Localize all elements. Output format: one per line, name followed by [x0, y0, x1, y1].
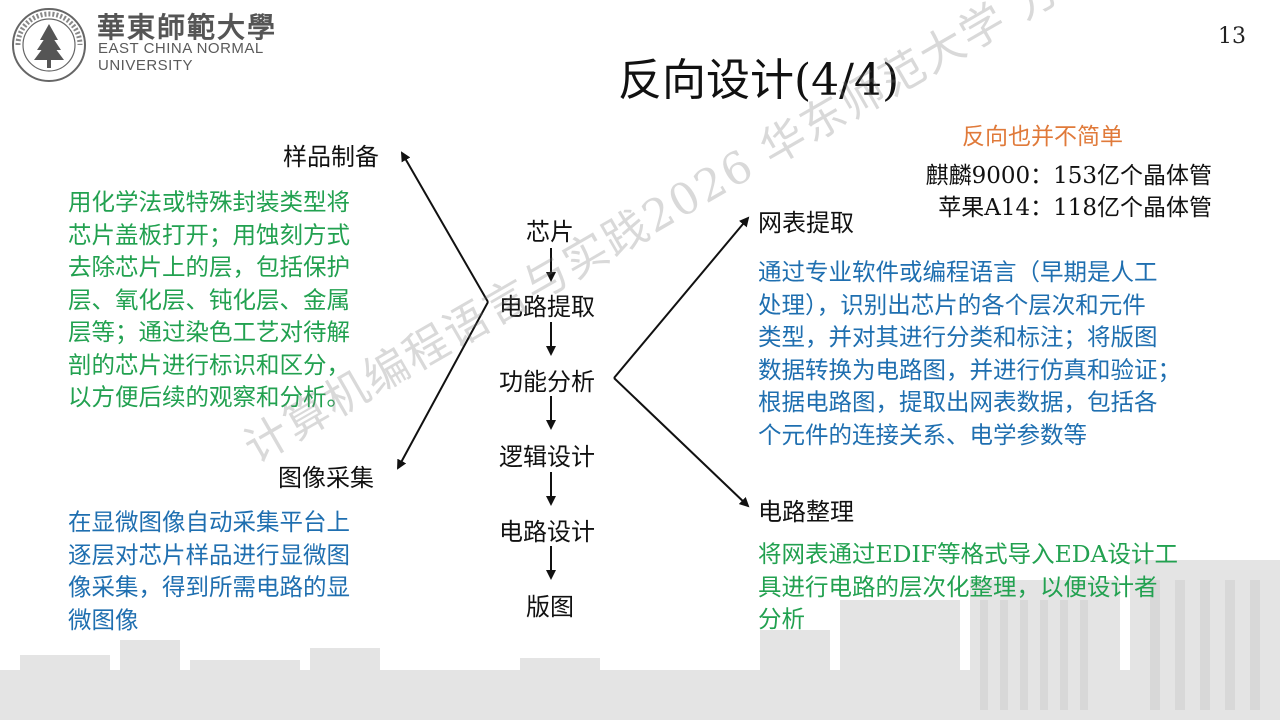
node-layout: 版图 — [526, 593, 574, 621]
desc-line: 用化学法或特殊封装类型将 — [68, 188, 350, 216]
desc-line: 逐层对芯片样品进行显微图 — [68, 540, 350, 569]
desc-line: 个元件的连接关系、电学参数等 — [758, 420, 1087, 449]
note-title: 反向也并不简单 — [962, 124, 1123, 150]
label-image-capture: 图像采集 — [278, 464, 374, 492]
note-kirin-transistors: 麒麟9000：153亿个晶体管 — [925, 163, 1212, 189]
logo-english-line1: EAST CHINA NORMAL — [98, 40, 264, 57]
node-logic-design: 逻辑设计 — [499, 443, 595, 471]
desc-line: 去除芯片上的层，包括保护 — [68, 253, 350, 281]
arrow-to-netlist — [613, 216, 750, 379]
desc-sample-prep: 用化学法或特殊封装类型将 芯片盖板打开；用蚀刻方式 去除芯片上的层，包括保护 层… — [68, 186, 393, 414]
label-netlist-extract: 网表提取 — [758, 209, 854, 237]
page-number: 13 — [1218, 24, 1246, 49]
desc-line: 剖的芯片进行标识和区分， — [68, 350, 350, 379]
desc-line: 微图像 — [68, 605, 139, 634]
university-seal-logo — [12, 8, 86, 82]
desc-line: 处理），识别出芯片的各个层次和元件 — [758, 290, 1146, 319]
desc-line: 根据电路图，提取出网表数据，包括各 — [758, 388, 1158, 416]
desc-line: 层等；通过染色工艺对待解 — [68, 318, 350, 346]
logo-english-line2: UNIVERSITY — [98, 57, 194, 74]
desc-line: 像采集，得到所需电路的显 — [68, 573, 350, 601]
label-sample-prep: 样品制备 — [283, 143, 379, 171]
arrow-to-image-capture — [397, 301, 489, 470]
slide-title: 反向设计(4/4) — [618, 55, 900, 106]
arrow-to-circuit-org — [613, 377, 750, 508]
node-chip: 芯片 — [526, 218, 574, 246]
node-circuit-extract: 电路提取 — [499, 293, 595, 321]
desc-line: 数据转换为电路图，并进行仿真和验证； — [758, 355, 1181, 384]
label-circuit-org: 电路整理 — [758, 498, 854, 526]
desc-line: 层、氧化层、钝化层、金属 — [68, 285, 350, 314]
desc-image-capture: 在显微图像自动采集平台上 逐层对芯片样品进行显微图 像采集，得到所需电路的显 微… — [68, 506, 393, 636]
desc-line: 在显微图像自动采集平台上 — [68, 508, 350, 536]
desc-line: 具进行电路的层次化整理，以便设计者 — [758, 572, 1158, 601]
node-circuit-design: 电路设计 — [499, 518, 595, 546]
desc-netlist-extract: 通过专业软件或编程语言（早期是人工 处理），识别出芯片的各个层次和元件 类型，并… — [758, 256, 1218, 451]
desc-line: 将网表通过EDIF等格式导入EDA设计工 — [758, 540, 1179, 568]
logo-english-name: EAST CHINA NORMAL UNIVERSITY — [98, 40, 298, 74]
arrow-to-sample-prep — [401, 151, 489, 303]
logo-chinese-name: 華東師範大學 — [97, 11, 278, 44]
note-a14-transistors: 苹果A14：118亿个晶体管 — [938, 195, 1212, 221]
desc-line: 类型，并对其进行分类和标注；将版图 — [758, 323, 1158, 351]
desc-line: 以方便后续的观察和分析。 — [68, 383, 350, 411]
campus-skyline-background — [0, 560, 1280, 720]
desc-circuit-org: 将网表通过EDIF等格式导入EDA设计工 具进行电路的层次化整理，以便设计者 分… — [758, 538, 1218, 636]
desc-line: 分析 — [758, 605, 805, 633]
desc-line: 芯片盖板打开；用蚀刻方式 — [68, 220, 350, 249]
desc-line: 通过专业软件或编程语言（早期是人工 — [758, 258, 1158, 286]
node-function-analysis: 功能分析 — [499, 368, 595, 396]
